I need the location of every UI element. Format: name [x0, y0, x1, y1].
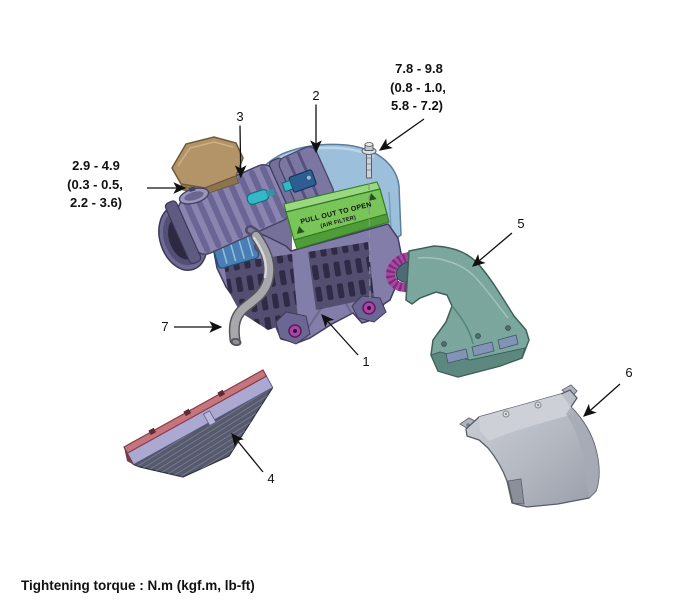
duct-shield-cover: [459, 384, 600, 508]
callout-4: 4: [267, 471, 274, 486]
warning-triangle-icon: [368, 193, 377, 201]
breather-hose: [228, 225, 275, 347]
mounting-bolt: [361, 142, 377, 301]
filter-frame-pink: [123, 369, 268, 454]
grommet-left-hole: [293, 329, 297, 333]
leader-3: [234, 125, 247, 179]
sensor-connector: [281, 179, 294, 193]
air-filter-element: [123, 369, 274, 478]
torque-spec-bolt: 7.8 - 9.8 (0.8 - 1.0, 5.8 - 7.2): [390, 61, 446, 113]
duct-screw-bosses: [441, 325, 511, 347]
vent-slat-patch: [308, 242, 374, 310]
torque-clamp-line1: 2.9 - 4.9: [72, 158, 120, 173]
pull-out-label: PULL OUT TO OPEN (AIR FILTER): [283, 181, 390, 250]
explode-dashed-line: [368, 182, 371, 301]
airflow-sensor: [281, 169, 317, 193]
shield-foot: [507, 478, 525, 505]
intake-duct: [386, 245, 530, 378]
shield-top-panel: [479, 394, 574, 441]
torque-spec-clamp: 2.9 - 4.9 (0.3 - 0.5, 2.2 - 3.6): [67, 158, 123, 210]
callout-2: 2: [312, 88, 319, 103]
duct-texture: [406, 246, 529, 377]
resonator-cap-edge: [177, 141, 234, 167]
leader-bolt-torque: [378, 118, 425, 151]
callout-numbers: 2 3 5 1 7 4 6: [161, 88, 632, 486]
leader-6: [583, 383, 621, 417]
duct-mouth-slots: [445, 334, 519, 364]
callout-6: 6: [625, 365, 632, 380]
bellows-collar-left: [164, 200, 202, 265]
hose-clamp: [178, 186, 210, 205]
torque-bolt-line2: (0.8 - 1.0,: [390, 80, 446, 95]
duct-crease: [451, 305, 474, 345]
air-cleaner-assembly: PULL OUT TO OPEN (AIR FILTER): [158, 136, 403, 347]
leader-4: [231, 432, 264, 473]
callout-7: 7: [161, 319, 168, 334]
torque-bolt-line1: 7.8 - 9.8: [395, 61, 443, 76]
torque-clamp-line3: 2.2 - 3.6): [70, 195, 122, 210]
callout-3: 3: [236, 109, 243, 124]
filter-rim-clips: [148, 389, 226, 436]
torque-bolt-line3: 5.8 - 7.2): [391, 98, 443, 113]
leader-1: [321, 314, 359, 356]
grommet-right-hole: [367, 306, 371, 310]
shield-screw-holes: [502, 401, 542, 418]
tightening-torque-note: Tightening torque : N.m (kgf.m, lb-ft): [21, 578, 255, 593]
warning-triangle-icon: [296, 226, 305, 234]
vacuum-fitting: [246, 188, 276, 205]
leader-5: [472, 232, 513, 267]
callout-5: 5: [517, 216, 524, 231]
filter-frame-brace: [202, 410, 217, 427]
filter-media-pleats: [133, 387, 273, 477]
duct-ridge-highlight: [417, 256, 509, 319]
filter-left-endcap: [124, 447, 134, 465]
shield-side-shade: [566, 407, 599, 498]
torque-clamp-line2: (0.3 - 0.5,: [67, 177, 123, 192]
label-bottom-face: [293, 213, 390, 250]
callout-leaders: [147, 104, 621, 473]
callout-1: 1: [362, 354, 369, 369]
